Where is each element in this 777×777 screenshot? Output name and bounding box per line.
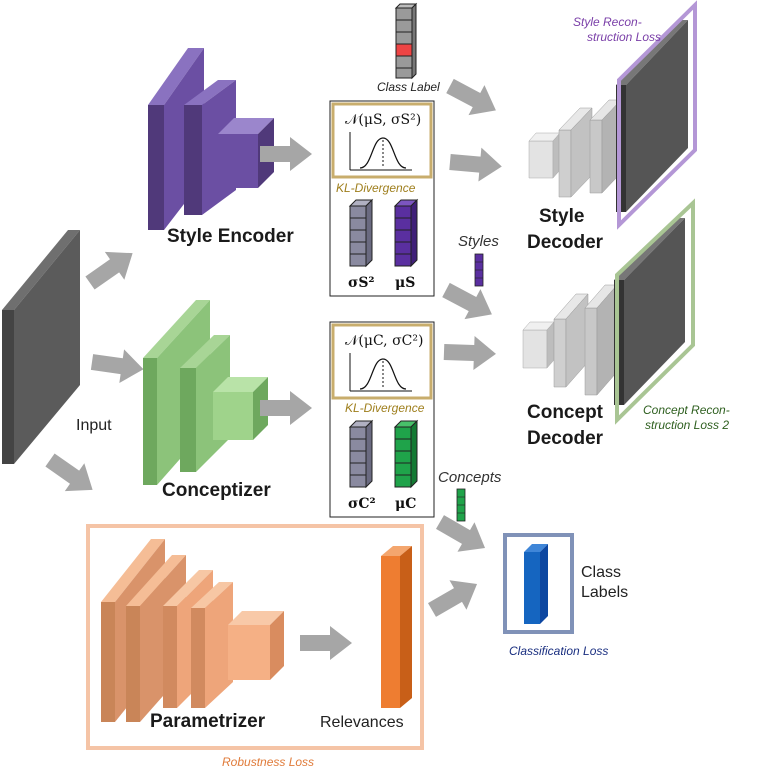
style-mu-vector [393, 198, 419, 268]
concept-decoder-block [522, 218, 685, 405]
concept-gaussian-plot [349, 353, 412, 392]
style-reconstruction-loss-frame [617, 0, 697, 230]
arrow-parametrizer-to-relevances [300, 626, 352, 660]
class-labels-text: Class Labels [581, 564, 628, 601]
styles-label: Styles [458, 233, 499, 250]
conceptizer-block [143, 300, 268, 485]
style-decoder-block [528, 20, 688, 212]
concept-gaussian-box [331, 323, 433, 400]
concept-mu-vector [393, 419, 419, 489]
style-reconstruction-loss-line2: struction Loss [587, 30, 661, 44]
concept-reconstruction-loss-label: Concept Recon- struction Loss 2 [643, 403, 733, 432]
robustness-loss-label: Robustness Loss [222, 755, 314, 769]
style-encoder-label: Style Encoder [167, 226, 294, 247]
concept-reconstruction-loss-frame [615, 198, 695, 425]
arrow-concept-latent-to-concept-decoder [443, 335, 497, 371]
concept-sigma-vector [348, 419, 374, 489]
style-sigma-vector [348, 198, 374, 268]
relevances-bar [381, 546, 412, 708]
concept-mu-label: μC [395, 496, 416, 512]
style-decoder-label: Style Decoder [527, 206, 604, 253]
style-normal-formula: 𝒩(μS, σS²) [345, 112, 421, 128]
parametrizer-label: Parametrizer [150, 711, 266, 732]
style-encoder-block [148, 48, 274, 230]
conceptizer-label: Conceptizer [162, 480, 271, 501]
concept-kl-divergence-label: KL-Divergence [345, 401, 425, 415]
classification-loss-label: Classification Loss [509, 644, 608, 658]
input-image-block [2, 230, 80, 464]
relevances-label: Relevances [320, 714, 404, 731]
style-kl-divergence-label: KL-Divergence [336, 181, 416, 195]
styles-vector [474, 253, 484, 287]
arrow-style-latent-to-style-decoder [448, 145, 504, 184]
arrow-input-to-concept [89, 345, 146, 387]
concepts-vector [456, 488, 466, 522]
style-reconstruction-loss-label: Style Recon- struction Loss [573, 15, 661, 44]
class-label-text: Class Label [377, 80, 440, 94]
arrow-input-to-style [80, 239, 143, 297]
style-gaussian-box [331, 102, 433, 179]
arrow-input-to-param [40, 446, 103, 504]
arrow-styles-to-concept-decoder [438, 274, 500, 330]
class-labels-bar [524, 544, 548, 624]
classification-loss-frame [503, 533, 574, 634]
concept-normal-formula: 𝒩(μC, σC²) [345, 333, 423, 349]
robustness-loss-frame [86, 524, 424, 750]
style-mu-label: μS [395, 275, 415, 291]
parametrizer-block [101, 539, 284, 722]
concept-sigma-label: σC² [348, 496, 376, 512]
style-reconstruction-loss-line1: Style Recon- [573, 15, 642, 29]
style-gaussian-plot [349, 132, 412, 171]
arrow-class-label-to-style-decoder [442, 70, 504, 126]
style-sigma-label: σS² [348, 275, 375, 291]
input-label: Input [76, 417, 112, 434]
concept-decoder-label: Concept Decoder [527, 402, 608, 449]
concepts-label: Concepts [438, 469, 502, 486]
class-label-vector [394, 2, 418, 80]
arrow-relevances-to-classifier [423, 569, 486, 625]
